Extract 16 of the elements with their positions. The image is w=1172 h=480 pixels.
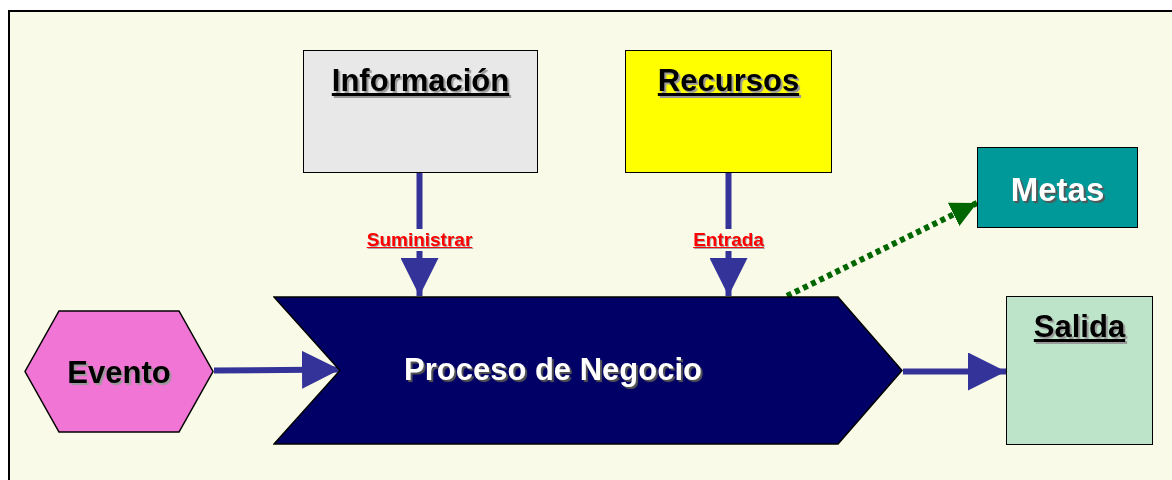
goals-box (977, 147, 1138, 228)
information-box (303, 50, 538, 173)
box-title: Recursos (656, 63, 801, 99)
node-label: Evento (66, 355, 172, 391)
box-title: Información (330, 63, 511, 99)
arrow (785, 200, 979, 299)
arrow (903, 352, 1006, 391)
arrow (709, 173, 748, 296)
edge-label: Entrada (691, 229, 766, 251)
resources-box (625, 50, 832, 173)
node-label: Metas (1009, 171, 1106, 209)
arrow (400, 173, 439, 296)
output-box (1006, 296, 1153, 445)
box-title: Salida (1032, 309, 1127, 345)
edge-label: Suministrar (364, 229, 475, 251)
node-label: Proceso de Negocio (403, 352, 703, 388)
